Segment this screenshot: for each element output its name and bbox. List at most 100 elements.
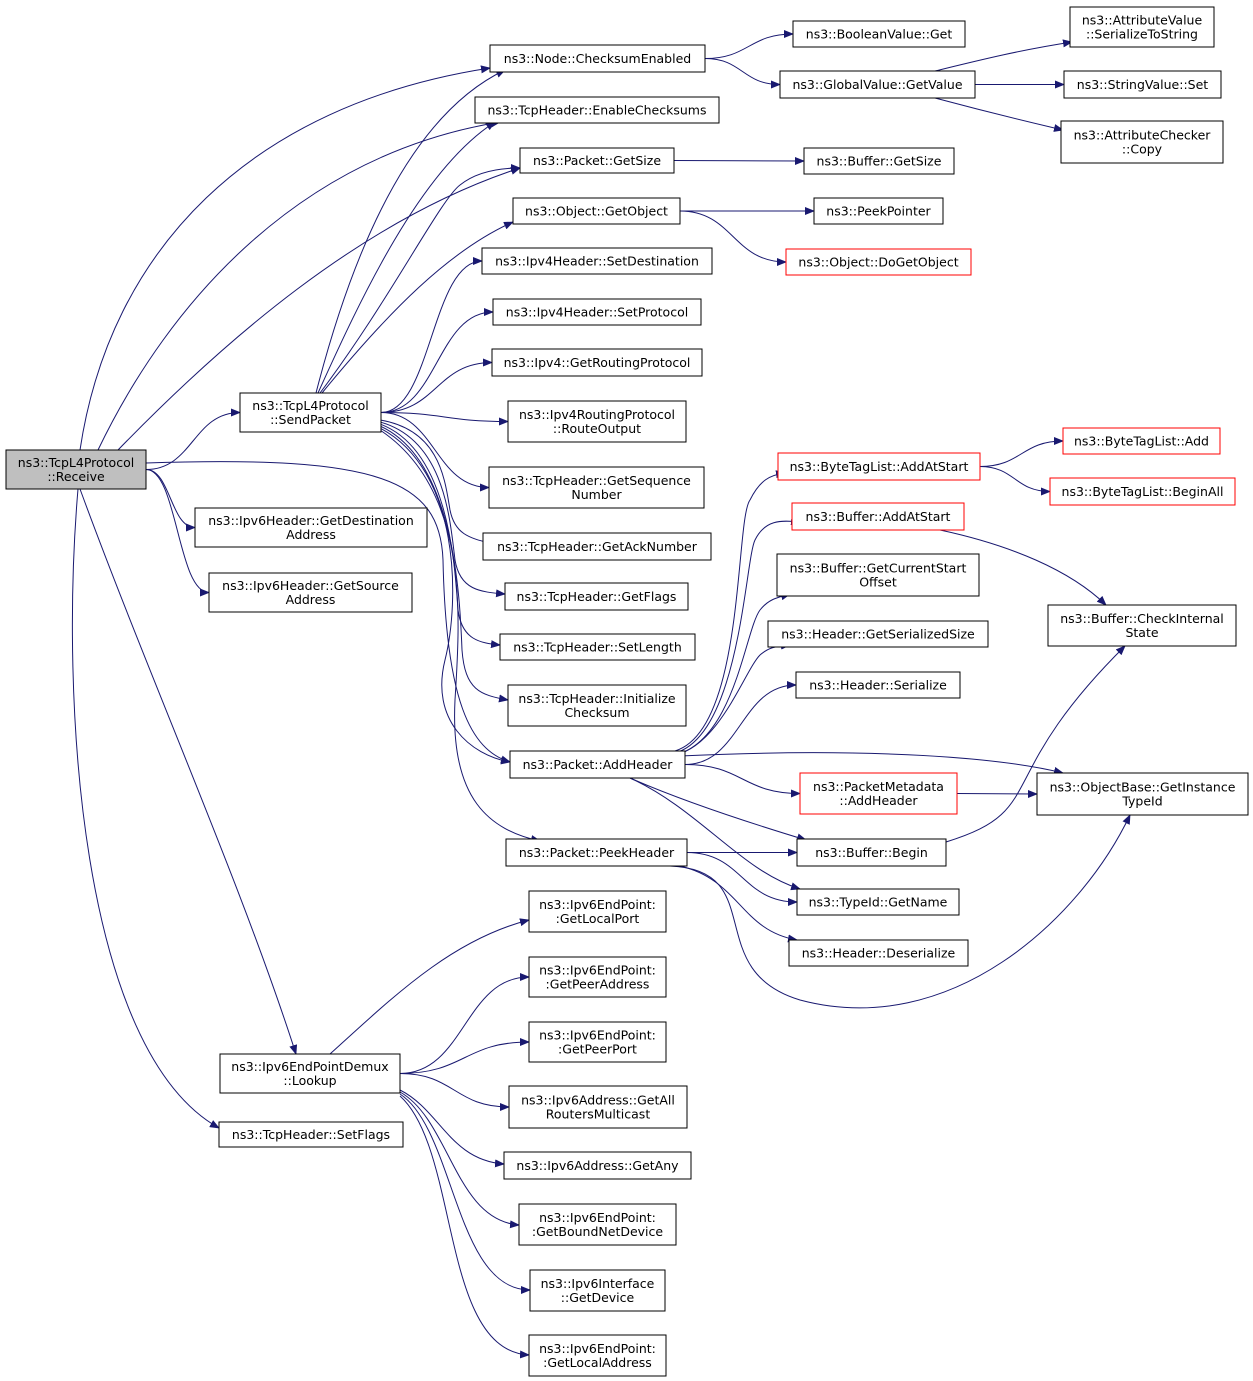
node-label: ns3::Object::DoGetObject: [798, 255, 958, 270]
edge-peekheader-to-header_deserialize: [679, 865, 798, 943]
node-label: ns3::TcpL4Protocol: [18, 455, 134, 470]
node-label: ns3::TypeId::GetName: [809, 895, 948, 910]
node-box: [528, 1334, 667, 1377]
node-header_serialize[interactable]: ns3::Header::Serialize: [795, 671, 961, 699]
node-getobject[interactable]: ns3::Object::GetObject: [512, 197, 681, 225]
node-label: ns3::Node::ChecksumEnabled: [504, 51, 691, 66]
node-getpeeraddress[interactable]: ns3::Ipv6EndPoint::GetPeerAddress: [528, 956, 667, 998]
node-getroutingprotocol[interactable]: ns3::Ipv4::GetRoutingProtocol: [491, 348, 703, 377]
node-receive[interactable]: ns3::TcpL4Protocol::Receive: [5, 449, 147, 490]
node-label: ns3::TcpHeader::GetSequence: [502, 473, 691, 488]
node-box: [488, 466, 705, 509]
node-box: [779, 70, 976, 99]
node-getany[interactable]: ns3::Ipv6Address::GetAny: [503, 1151, 692, 1180]
node-label: :GetPeerAddress: [546, 977, 650, 992]
edge-sendpacket-to-setdestination: [380, 257, 483, 413]
node-label: ns3::Ipv6Interface: [541, 1276, 655, 1291]
edge-checksumenabled-to-globalvalue_getvalue: [704, 58, 781, 89]
node-packet_getsize[interactable]: ns3::Packet::GetSize: [519, 147, 675, 174]
edge-lookup-to-getany: [399, 1089, 505, 1168]
node-getflags[interactable]: ns3::TcpHeader::GetFlags: [504, 582, 689, 611]
node-attributechecker_copy[interactable]: ns3::AttributeChecker::Copy: [1060, 120, 1224, 164]
edge-addheader-to-getcurrentstartoffset: [674, 592, 791, 756]
node-label: ns3::TcpL4Protocol: [252, 398, 368, 413]
edge-sendpacket-to-getroutingprotocol: [380, 358, 493, 413]
edge-sendpacket-to-routeoutput: [380, 412, 509, 426]
node-checksumenabled[interactable]: ns3::Node::ChecksumEnabled: [489, 44, 706, 73]
node-booleanvalue_get[interactable]: ns3::BooleanValue::Get: [792, 20, 966, 48]
node-bytetaglist_beginall[interactable]: ns3::ByteTagList::BeginAll: [1049, 477, 1236, 506]
edge-receive-to-addheader: [145, 461, 511, 764]
node-typeid_getname[interactable]: ns3::TypeId::GetName: [796, 888, 960, 916]
edge-addheader-to-getinstancetypeid: [679, 752, 1064, 775]
node-getboundnetdevice[interactable]: ns3::Ipv6EndPoint::GetBoundNetDevice: [518, 1203, 677, 1246]
node-getdevice[interactable]: ns3::Ipv6Interface::GetDevice: [529, 1269, 666, 1312]
node-box: [219, 1053, 401, 1094]
node-buffer_begin[interactable]: ns3::Buffer::Begin: [796, 838, 947, 867]
node-box: [803, 147, 955, 175]
node-dogetobject[interactable]: ns3::Object::DoGetObject: [785, 248, 972, 276]
node-enablechecksums[interactable]: ns3::TcpHeader::EnableChecksums: [474, 96, 720, 124]
node-label: State: [1125, 625, 1158, 640]
edge-lookup-to-getlocaladdress: [399, 1095, 530, 1359]
edge-sendpacket-to-addheader: [379, 427, 511, 765]
edge-lookup-to-getdevice: [399, 1093, 531, 1294]
edge-receive-to-setflags: [71, 488, 220, 1129]
node-label: ns3::Ipv6EndPoint:: [539, 963, 656, 978]
node-serializetostring[interactable]: ns3::AttributeValue::SerializeToString: [1069, 6, 1215, 48]
node-globalvalue_getvalue[interactable]: ns3::GlobalValue::GetValue: [779, 70, 976, 99]
node-box: [796, 838, 947, 867]
node-getpeerport[interactable]: ns3::Ipv6EndPoint::GetPeerPort: [528, 1021, 667, 1063]
node-getserializedsize[interactable]: ns3::Header::GetSerializedSize: [767, 620, 989, 648]
node-label: Number: [571, 487, 622, 502]
node-getlocaladdress[interactable]: ns3::Ipv6EndPoint::GetLocalAddress: [528, 1334, 667, 1377]
node-routeoutput[interactable]: ns3::Ipv4RoutingProtocol::RouteOutput: [507, 400, 687, 443]
node-label: ns3::Packet::AddHeader: [523, 757, 674, 772]
node-box: [474, 96, 720, 124]
node-stringvalue_set[interactable]: ns3::StringValue::Set: [1063, 70, 1222, 99]
node-getlocalport[interactable]: ns3::Ipv6EndPoint::GetLocalPort: [528, 890, 667, 933]
node-setlength[interactable]: ns3::TcpHeader::SetLength: [499, 633, 696, 661]
node-peekpointer[interactable]: ns3::PeekPointer: [813, 197, 944, 225]
node-label: ns3::Ipv6EndPoint:: [539, 1210, 656, 1225]
edge-lookup-to-getpeerport: [399, 1038, 530, 1074]
edge-receive-to-lookup: [79, 488, 298, 1055]
node-label: ns3::Ipv6Header::GetSource: [222, 578, 399, 593]
node-label: ns3::ByteTagList::BeginAll: [1062, 484, 1224, 499]
node-addheader[interactable]: ns3::Packet::AddHeader: [509, 750, 686, 779]
node-peekheader[interactable]: ns3::Packet::PeekHeader: [505, 838, 688, 867]
edge-sendpacket-to-getsequencenumber: [380, 412, 490, 492]
node-bytetaglist_addatstart[interactable]: ns3::ByteTagList::AddAtStart: [777, 452, 981, 481]
edge-getobject-to-dogetobject: [679, 210, 787, 266]
node-packetmetadata_addheader[interactable]: ns3::PacketMetadata::AddHeader: [799, 772, 958, 815]
node-label: ns3::BooleanValue::Get: [806, 27, 953, 42]
node-label: ns3::Header::GetSerializedSize: [781, 627, 975, 642]
node-label: ns3::TcpHeader::SetFlags: [232, 1127, 390, 1142]
node-label: Address: [286, 592, 336, 607]
node-label: ns3::Buffer::GetCurrentStart: [790, 561, 967, 576]
node-box: [504, 582, 689, 611]
node-buffer_addatstart[interactable]: ns3::Buffer::AddAtStart: [791, 502, 965, 531]
node-label: ns3::Buffer::AddAtStart: [806, 509, 951, 524]
node-bytetaglist_add[interactable]: ns3::ByteTagList::Add: [1062, 427, 1221, 455]
node-header_deserialize[interactable]: ns3::Header::Deserialize: [788, 939, 969, 967]
node-lookup[interactable]: ns3::Ipv6EndPointDemux::Lookup: [219, 1053, 401, 1094]
node-box: [776, 553, 980, 597]
node-label: ns3::Packet::PeekHeader: [519, 845, 675, 860]
node-setflags[interactable]: ns3::TcpHeader::SetFlags: [218, 1121, 404, 1148]
node-getacknumber[interactable]: ns3::TcpHeader::GetAckNumber: [482, 532, 712, 561]
node-sendpacket[interactable]: ns3::TcpL4Protocol::SendPacket: [239, 392, 382, 433]
edge-sendpacket-to-checksumenabled: [315, 69, 506, 394]
node-setprotocol[interactable]: ns3::Ipv4Header::SetProtocol: [492, 298, 702, 326]
node-buffer_getsize[interactable]: ns3::Buffer::GetSize: [803, 147, 955, 175]
node-setdestination[interactable]: ns3::Ipv4Header::SetDestination: [481, 247, 713, 275]
node-box: [796, 888, 960, 916]
